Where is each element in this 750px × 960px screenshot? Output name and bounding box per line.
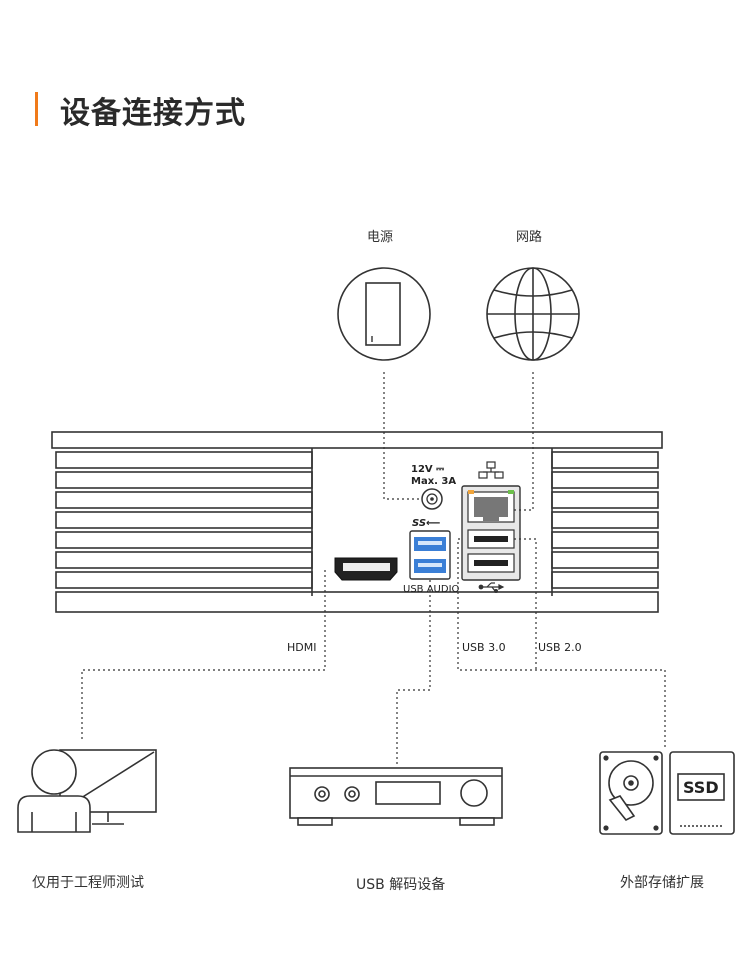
usb3-ports: [409, 530, 451, 580]
usb-dac-icon: [289, 767, 503, 826]
network-port-icon: [478, 461, 504, 479]
network-label: 网路: [516, 230, 543, 245]
usb2-label: USB 2.0: [538, 641, 582, 654]
dc-power-jack: [421, 488, 443, 510]
hdd-ssd-icon: [599, 751, 735, 835]
monitor-label: 仅用于工程师测试: [32, 875, 144, 891]
usb-audio-label: USB AUDIO: [403, 584, 460, 595]
connection-lines: [81, 372, 666, 765]
hdmi-port: [334, 557, 398, 581]
ssd-text: SSD: [683, 778, 719, 797]
globe-icon: [486, 267, 580, 361]
page-title: 设备连接方式: [60, 96, 246, 131]
title-accent-bar: [35, 92, 38, 126]
device-chassis: [51, 431, 663, 613]
dac-label: USB 解码设备: [356, 877, 446, 893]
storage-label: 外部存储扩展: [620, 875, 704, 891]
usb-ss-logo: SS⟵: [412, 518, 441, 529]
usb3-label: USB 3.0: [462, 641, 506, 654]
ethernet-usb2-block: [461, 485, 521, 581]
power-adapter-icon: [337, 267, 431, 361]
usb-symbol-icon: [478, 582, 505, 593]
power-label: 电源: [367, 230, 394, 245]
power-spec-line1: 12V ⎓: [411, 464, 445, 475]
monitor-user-icon: [17, 749, 157, 833]
power-spec-line2: Max. 3A: [411, 476, 457, 487]
hdmi-label: HDMI: [287, 641, 317, 654]
